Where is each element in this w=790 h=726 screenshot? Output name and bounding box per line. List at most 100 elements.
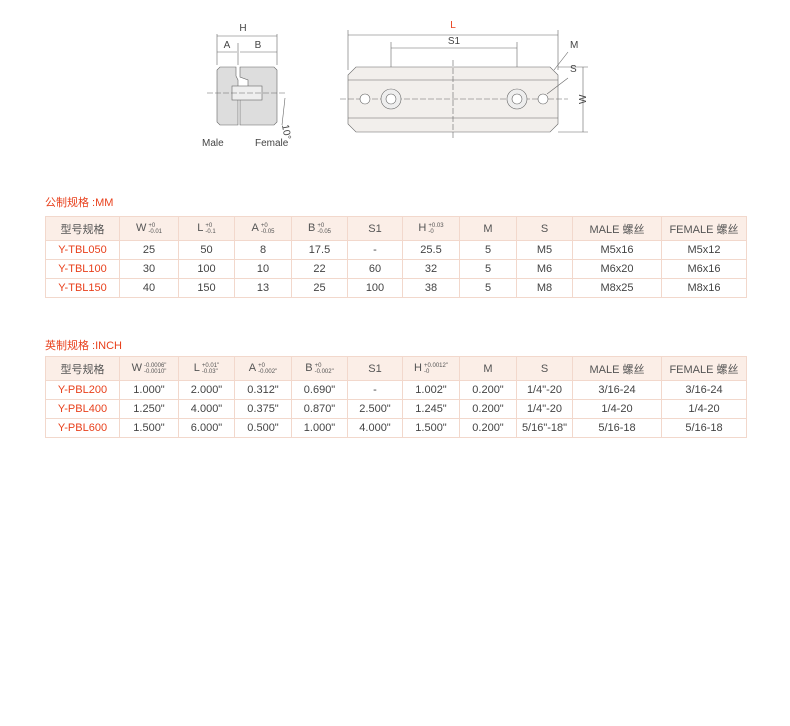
column-header: A+0-0.05 <box>234 216 292 241</box>
value-cell: 30 <box>119 259 179 279</box>
value-cell: 22 <box>291 259 348 279</box>
value-cell: M5 <box>516 240 573 260</box>
column-header: MALE 螺丝 <box>572 356 662 381</box>
dim-W: W <box>578 94 589 104</box>
tolerance-value: -0.002" <box>258 368 278 375</box>
tolerance: +0-0.01 <box>148 223 162 235</box>
model-cell: Y-PBL600 <box>45 418 120 438</box>
label-female: Female <box>255 138 289 149</box>
value-cell: 5 <box>459 259 517 279</box>
value-cell: 1/4"-20 <box>516 380 573 400</box>
tolerance-value: -0.002" <box>314 368 334 375</box>
value-cell: 38 <box>402 278 460 298</box>
tolerance-value: -0.05 <box>317 228 332 235</box>
column-header: W+0-0.01 <box>119 216 179 241</box>
value-cell: 0.200" <box>459 418 517 438</box>
value-cell: 1.500" <box>119 418 179 438</box>
column-header: A+0-0.002" <box>234 356 292 381</box>
value-cell: 25 <box>291 278 348 298</box>
tolerance-value: -0.1 <box>205 228 216 235</box>
dim-S1: S1 <box>448 36 461 47</box>
value-cell: 0.870" <box>291 399 348 419</box>
label-male: Male <box>202 138 224 149</box>
value-cell: 0.500" <box>234 418 292 438</box>
column-header: FEMALE 螺丝 <box>661 216 747 241</box>
dim-H: H <box>239 23 246 34</box>
model-cell: Y-PBL200 <box>45 380 120 400</box>
header-label: 型号规格 <box>60 223 105 236</box>
column-header: M <box>459 356 517 381</box>
value-cell: - <box>347 380 403 400</box>
header-label: MALE 螺丝 <box>589 363 645 376</box>
model-cell: Y-PBL400 <box>45 399 120 419</box>
tolerance-value: -0.0006" <box>143 362 167 369</box>
header-label: S1 <box>368 222 382 235</box>
header-label: H <box>414 362 422 375</box>
value-cell: 1/4-20 <box>572 399 662 419</box>
column-header: S1 <box>347 356 403 381</box>
value-cell: M6x16 <box>661 259 747 279</box>
header-label: FEMALE 螺丝 <box>669 363 739 376</box>
dim-B: B <box>255 40 262 51</box>
column-header: B+0-0.05 <box>291 216 348 241</box>
column-header: H+0.0012"-0 <box>402 356 460 381</box>
top-view <box>340 30 588 138</box>
column-header: H+0.03-0 <box>402 216 460 241</box>
column-header: 型号规格 <box>45 216 120 241</box>
value-cell: M6 <box>516 259 573 279</box>
inch-title: 英制规格 :INCH <box>45 340 122 352</box>
metric-title: 公制规格 :MM <box>45 197 114 209</box>
dim-S: S <box>570 64 577 75</box>
tolerance: +0-0.05 <box>317 223 331 235</box>
model-cell: Y-TBL150 <box>45 278 120 298</box>
value-cell: 4.000" <box>178 399 235 419</box>
tolerance-value: +0 <box>314 362 322 369</box>
value-cell: 1.000" <box>119 380 179 400</box>
value-cell: 5/16"-18" <box>516 418 573 438</box>
tolerance-value: -0.03" <box>201 368 218 375</box>
tolerance-value: -0.05 <box>260 228 275 235</box>
header-label: L <box>197 222 204 235</box>
dim-L: L <box>450 20 456 31</box>
column-header: S1 <box>347 216 403 241</box>
tolerance: +0-0.1 <box>205 223 215 235</box>
value-cell: 1.002" <box>402 380 460 400</box>
header-label: S1 <box>368 362 382 375</box>
header-label: W <box>131 362 142 375</box>
value-cell: 17.5 <box>291 240 348 260</box>
value-cell: 150 <box>178 278 235 298</box>
value-cell: 60 <box>347 259 403 279</box>
value-cell: 8 <box>234 240 292 260</box>
column-header: B+0-0.002" <box>291 356 348 381</box>
column-header: M <box>459 216 517 241</box>
column-header: S <box>516 356 573 381</box>
value-cell: 2.000" <box>178 380 235 400</box>
value-cell: 5/16-18 <box>661 418 747 438</box>
value-cell: 25 <box>119 240 179 260</box>
column-header: L+0.01"-0.03" <box>178 356 235 381</box>
header-label: MALE 螺丝 <box>589 223 645 236</box>
value-cell: 2.500" <box>347 399 403 419</box>
value-cell: 0.200" <box>459 380 517 400</box>
value-cell: 100 <box>178 259 235 279</box>
value-cell: M5x16 <box>572 240 662 260</box>
value-cell: M8x25 <box>572 278 662 298</box>
value-cell: 3/16-24 <box>661 380 747 400</box>
header-label: S <box>540 222 549 235</box>
tolerance: -0.0006"-0.0010" <box>144 363 166 375</box>
dim-angle: 10° <box>279 124 292 141</box>
tolerance: +0.01"-0.03" <box>202 363 219 375</box>
header-label: M <box>483 362 493 375</box>
header-label: M <box>483 222 493 235</box>
tolerance: +0.0012"-0 <box>424 363 448 375</box>
value-cell: M8x16 <box>661 278 747 298</box>
value-cell: 0.375" <box>234 399 292 419</box>
